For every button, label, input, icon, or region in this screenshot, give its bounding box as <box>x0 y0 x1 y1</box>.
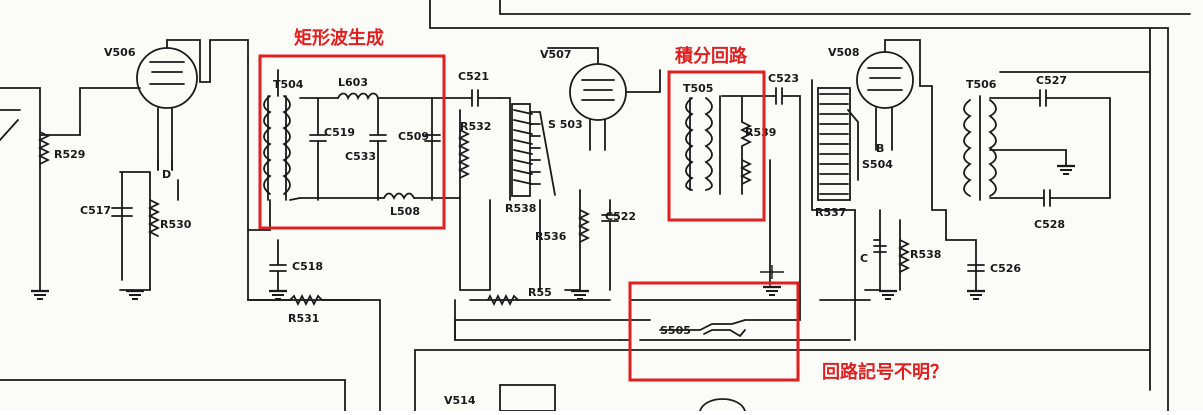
label-c533: C533 <box>345 150 376 163</box>
label-r529: R529 <box>54 148 85 161</box>
label-c527: C527 <box>1036 74 1067 87</box>
label-s505: S505 <box>660 324 691 337</box>
label-r538b: R538 <box>910 248 941 261</box>
label-r539: R539 <box>745 126 776 139</box>
integrator-box <box>667 70 766 222</box>
unknown-symbol-box <box>628 281 800 382</box>
label-c521: C521 <box>458 70 489 83</box>
annotation-square-wave: 矩形波生成 <box>294 28 384 49</box>
label-v514: V514 <box>444 394 476 407</box>
label-c517: C517 <box>80 204 111 217</box>
label-r538: R538 <box>505 202 536 215</box>
label-c: C <box>860 252 868 265</box>
label-v506: V506 <box>104 46 136 59</box>
label-c518: C518 <box>292 260 323 273</box>
label-c519: C519 <box>324 126 355 139</box>
label-r536: R536 <box>535 230 567 243</box>
label-c526: C526 <box>990 262 1021 275</box>
label-c509: C509 <box>398 130 429 143</box>
annotation-unknown-symbol: 回路記号不明？ <box>822 362 948 383</box>
label-c528: C528 <box>1034 218 1065 231</box>
label-v507: V507 <box>540 48 571 61</box>
label-v508: V508 <box>828 46 859 59</box>
label-r55: R55 <box>528 286 552 299</box>
label-t505: T505 <box>683 82 713 95</box>
label-t504: T504 <box>273 78 304 91</box>
square-wave-box <box>258 54 446 230</box>
label-s504: S504 <box>862 158 893 171</box>
label-s503: S 503 <box>548 118 583 131</box>
label-c523: C523 <box>768 72 799 85</box>
annotation-integrator: 積分回路 <box>675 46 747 67</box>
label-r531: R531 <box>288 312 319 325</box>
label-l508: L508 <box>390 205 420 218</box>
label-d: D <box>162 168 171 181</box>
label-c522: C522 <box>605 210 636 223</box>
label-r530: R530 <box>160 218 192 231</box>
label-t506: T506 <box>966 78 997 91</box>
label-b: B <box>876 142 884 155</box>
label-r537: R537 <box>815 206 846 219</box>
label-l603: L603 <box>338 76 368 89</box>
label-r532: R532 <box>460 120 491 133</box>
